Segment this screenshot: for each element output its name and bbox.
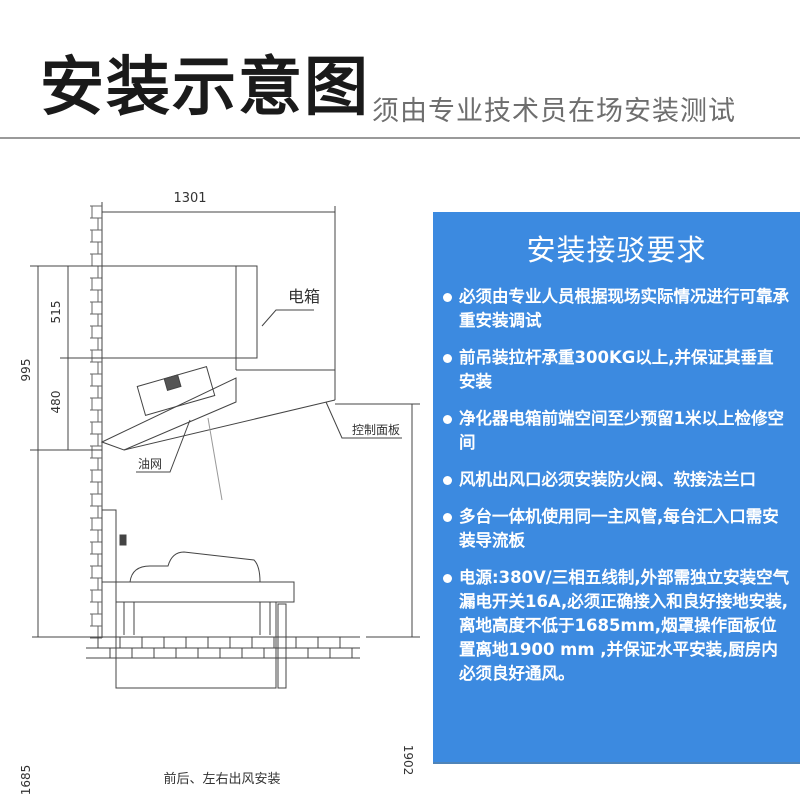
installation-drawing: 1301 995 515 480 1685 1902 电箱 控制面板 油网 前后…	[0, 180, 430, 800]
requirement-item: 必须由专业人员根据现场实际情况进行可靠承重安装调试	[443, 285, 790, 333]
electric-box-label: 电箱	[288, 287, 320, 306]
dimension-width-label: 1301	[173, 191, 206, 206]
dimension-1685-label: 1685	[19, 765, 33, 796]
requirements-list: 必须由专业人员根据现场实际情况进行可靠承重安装调试 前吊装拉杆承重300KG以上…	[443, 285, 790, 686]
dimension-995-label: 995	[19, 359, 33, 382]
stove-backsplash	[101, 509, 117, 583]
requirement-text: 净化器电箱前端空间至少预留1米以上检修空间	[459, 409, 784, 452]
page-header: 安装示意图 须由专业技术员在场安装测试	[0, 0, 800, 140]
bullet-icon	[443, 513, 452, 522]
stove-door	[277, 603, 287, 689]
header-divider	[0, 137, 800, 139]
bullet-icon	[443, 476, 452, 485]
requirement-text: 风机出风口必须安装防火阀、软接法兰口	[459, 470, 756, 489]
stove-valve-knob	[119, 534, 127, 546]
bullet-icon	[443, 293, 452, 302]
panel-bottom-border	[433, 762, 800, 764]
requirement-text: 电源:380V/三相五线制,外部需独立安装空气漏电开关16A,必须正确接入和良好…	[459, 568, 790, 683]
stove-cabinet	[115, 601, 277, 689]
hood-bottom-slope	[123, 399, 336, 451]
dimension-515-label: 515	[49, 301, 63, 324]
requirements-title: 安装接驳要求	[526, 233, 707, 267]
requirement-item: 风机出风口必须安装防火阀、软接法兰口	[443, 468, 790, 492]
electric-box	[101, 265, 258, 359]
page-title: 安装示意图	[40, 51, 370, 125]
requirement-text: 必须由专业人员根据现场实际情况进行可靠承重安装调试	[459, 287, 789, 330]
control-panel-leader	[325, 401, 402, 439]
wall-brick-hatch	[90, 205, 102, 639]
stove-burner-cover	[129, 551, 261, 583]
dimension-1902-label: 1902	[401, 745, 415, 776]
dimension-480-label: 480	[49, 391, 63, 414]
oil-filter-label: 油网	[138, 457, 162, 471]
requirement-item: 电源:380V/三相五线制,外部需独立安装空气漏电开关16A,必须正确接入和良好…	[443, 566, 790, 686]
requirements-panel: 安装接驳要求 必须由专业人员根据现场实际情况进行可靠承重安装调试 前吊装拉杆承重…	[433, 212, 800, 763]
diagram-caption: 前后、左右出风安装	[163, 771, 280, 787]
oil-filter-leader	[136, 419, 191, 473]
requirement-text: 多台一体机使用同一主风管,每台汇入口需安装导流板	[459, 507, 779, 550]
installation-drawing-svg: 1301 995 515 480 1685 1902 电箱 控制面板 油网 前后…	[19, 191, 420, 796]
bullet-icon	[443, 574, 452, 583]
hood-body	[100, 377, 237, 451]
bullet-icon	[443, 415, 452, 424]
electric-box-leader	[261, 309, 314, 327]
fan-unit	[136, 366, 216, 416]
bullet-icon	[443, 354, 452, 363]
requirement-text: 前吊装拉杆承重300KG以上,并保证其垂直安装	[459, 348, 774, 391]
control-panel-label: 控制面板	[352, 423, 400, 437]
requirement-item: 多台一体机使用同一主风管,每台汇入口需安装导流板	[443, 505, 790, 553]
requirement-item: 净化器电箱前端空间至少预留1米以上检修空间	[443, 407, 790, 455]
requirement-item: 前吊装拉杆承重300KG以上,并保证其垂直安装	[443, 346, 790, 394]
stove-top	[115, 581, 295, 603]
page-subtitle: 须由专业技术员在场安装测试	[372, 96, 736, 127]
